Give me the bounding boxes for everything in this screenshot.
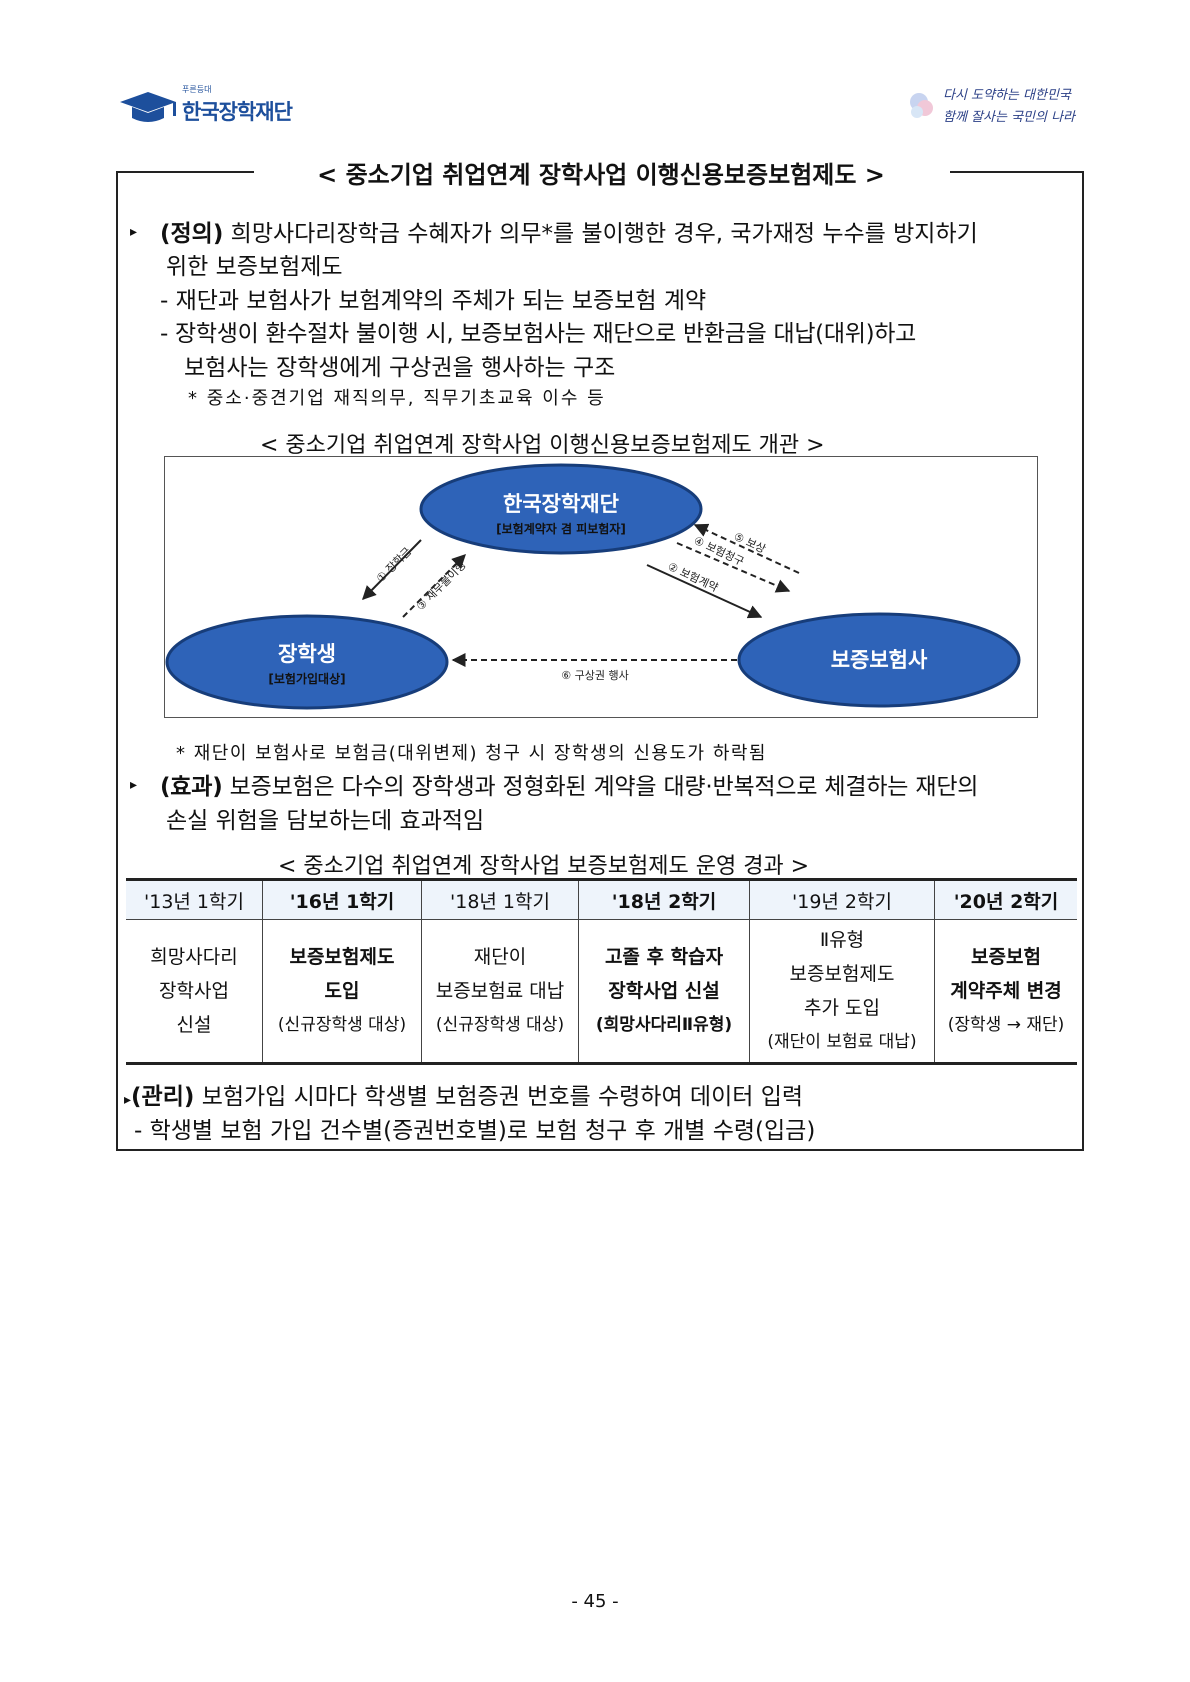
government-slogan: 다시 도약하는 대한민국 함께 잘사는 국민의 나라 xyxy=(905,82,1085,130)
management-label: (관리) xyxy=(131,1084,195,1110)
page-title: < 중소기업 취업연계 장학사업 이행신용보증보험제도 > xyxy=(116,155,1086,190)
arrow-default-label: ③ 채무불이행 xyxy=(414,559,468,613)
table-header: '18년 2학기 xyxy=(578,878,750,920)
insurer-name: 보증보험사 xyxy=(831,648,928,672)
arrow-scholarship-label: ① 장학금 xyxy=(374,545,414,585)
effect-label: (효과) xyxy=(160,774,223,800)
definition-line-1: (정의) 희망사다리장학금 수혜자가 의무*를 불이행한 경우, 국가재정 누수… xyxy=(160,221,978,247)
kosaf-logo: 푸른등대 한국장학재단 xyxy=(118,84,293,126)
bullet-icon: ▸ xyxy=(130,224,138,240)
table-cell: 보증보험 계약주체 변경 (장학생 → 재단) xyxy=(934,919,1077,1065)
foundation-name: 한국장학재단 xyxy=(503,492,619,516)
table-header: '18년 1학기 xyxy=(421,878,579,920)
frame-top-left xyxy=(116,171,254,173)
student-sub: [보험가입대상] xyxy=(268,671,345,686)
table-cell: 고졸 후 학습자 장학사업 신설 (희망사다리Ⅱ유형) xyxy=(578,919,750,1065)
insurance-structure-diagram: 한국장학재단 [보험계약자 겸 피보험자] 장학생 [보험가입대상] 보증보험사… xyxy=(164,456,1038,718)
table-header: '19년 2학기 xyxy=(749,878,935,920)
diagram-title: < 중소기업 취업연계 장학사업 이행신용보증보험제도 개관 > xyxy=(260,433,825,458)
logo-name: 한국장학재단 xyxy=(182,100,293,124)
management-line: ▸(관리) 보험가입 시마다 학생별 보험증권 번호를 수령하여 데이터 입력 xyxy=(124,1084,804,1110)
definition-dash-1: - 재단과 보험사가 보험계약의 주체가 되는 보증보험 계약 xyxy=(160,288,707,314)
foundation-node xyxy=(419,463,703,555)
arrow-recourse-label: ⑥ 구상권 행사 xyxy=(561,669,628,682)
definition-dash-2-line-2: 보험사는 장학생에게 구상권을 행사하는 구조 xyxy=(184,355,616,381)
student-node xyxy=(165,614,449,710)
effect-line-2: 손실 위험을 담보하는데 효과적임 xyxy=(166,808,485,834)
effect-line-1: (효과) 보증보험은 다수의 장학생과 정형화된 계약을 대량·반복적으로 체결… xyxy=(160,774,979,800)
logo-tagline: 푸른등대 xyxy=(182,85,212,94)
page-number: - 45 - xyxy=(571,1591,619,1612)
diagram-note: * 재단이 보험사로 보험금(대위변제) 청구 시 장학생의 신용도가 하락됨 xyxy=(176,743,767,764)
insurer-node xyxy=(737,612,1021,708)
table-header-row: '13년 1학기 '16년 1학기 '18년 1학기 '18년 2학기 '19년… xyxy=(126,878,1077,920)
slogan-line-1: 다시 도약하는 대한민국 xyxy=(943,88,1071,103)
table-cell: 재단이 보증보험료 대납 (신규장학생 대상) xyxy=(421,919,579,1065)
table-header: '20년 2학기 xyxy=(934,878,1077,920)
arrow-claim xyxy=(676,542,791,593)
management-dash: - 학생별 보험 가입 건수별(증권번호별)로 보험 청구 후 개별 수령(입금… xyxy=(134,1118,816,1144)
student-name: 장학생 xyxy=(278,642,336,666)
table-cell: Ⅱ유형 보증보험제도 추가 도입 (재단이 보험료 대납) xyxy=(749,919,935,1065)
frame-top-right xyxy=(950,171,1084,173)
graduation-cap-icon xyxy=(120,92,176,122)
definition-line-2: 위한 보증보험제도 xyxy=(166,254,343,280)
definition-footnote: * 중소·중견기업 재직의무, 직무기초교육 이수 등 xyxy=(188,388,606,409)
foundation-sub: [보험계약자 겸 피보험자] xyxy=(496,521,626,536)
table-cell: 보증보험제도 도입 (신규장학생 대상) xyxy=(262,919,422,1065)
arrow-scholarship xyxy=(362,539,422,600)
definition-dash-2-line-1: - 장학생이 환수절차 불이행 시, 보증보험사는 재단으로 반환금을 대납(대… xyxy=(160,321,916,347)
content-frame xyxy=(116,171,1084,1151)
table-header: '16년 1학기 xyxy=(262,878,422,920)
bullet-icon: ▸ xyxy=(130,777,138,793)
table-header: '13년 1학기 xyxy=(126,878,263,920)
table-cell: 희망사다리 장학사업 신설 xyxy=(126,919,263,1065)
slogan-emblem-icon xyxy=(910,93,933,118)
arrow-compensation xyxy=(693,523,800,574)
arrow-contract xyxy=(646,564,763,619)
history-table: '13년 1학기 '16년 1학기 '18년 1학기 '18년 2학기 '19년… xyxy=(126,878,1077,1065)
definition-label: (정의) xyxy=(160,221,224,247)
arrow-default xyxy=(402,554,466,618)
bullet-icon: ▸ xyxy=(124,1092,132,1108)
table-row: 희망사다리 장학사업 신설 보증보험제도 도입 (신규장학생 대상) 재단이 보… xyxy=(126,919,1077,1065)
table-title: < 중소기업 취업연계 장학사업 보증보험제도 운영 경과 > xyxy=(278,854,810,879)
slogan-line-2: 함께 잘사는 국민의 나라 xyxy=(943,110,1075,125)
